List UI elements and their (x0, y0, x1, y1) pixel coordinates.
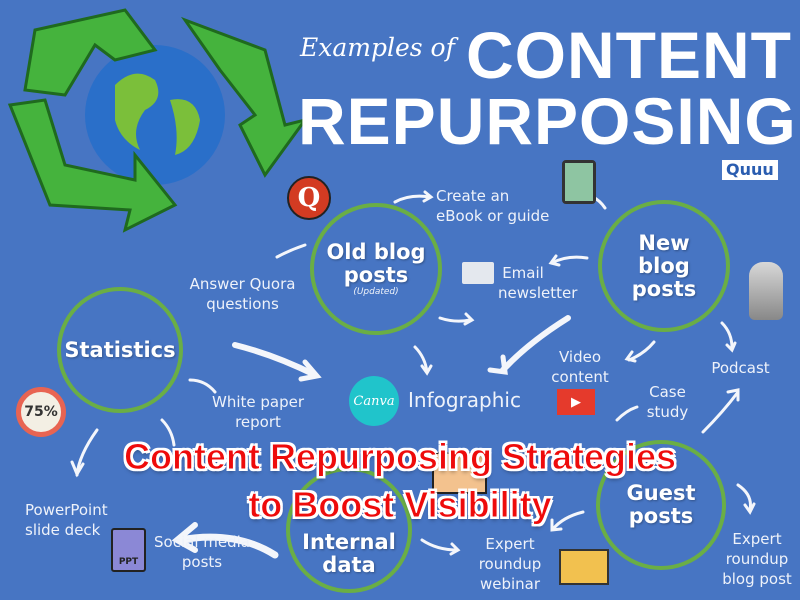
arrow (736, 483, 756, 515)
arrow (701, 388, 740, 434)
arrow (160, 418, 176, 447)
overlay-title-line2: to Boost Visibility (248, 484, 552, 526)
arrow (70, 428, 99, 478)
item-white-paper: White paper report (211, 393, 304, 431)
arrow (232, 342, 322, 382)
hub-label: Internal data (302, 530, 396, 577)
item-video: Video content (551, 348, 609, 386)
overlay-title-line1: Content Repurposing Strategies (123, 436, 677, 478)
item-case-study: Case study (646, 383, 689, 421)
item-webinar: Expert roundup webinar (478, 535, 542, 593)
quora-icon: Q (287, 176, 331, 220)
hub-old-blog-posts: Old blog posts (Updated) (310, 203, 442, 335)
item-email: Email newsletter (498, 264, 578, 302)
recycle-globe-icon (7, 8, 305, 233)
arrow (275, 243, 307, 259)
hub-guest-posts: Guest posts (596, 440, 726, 570)
title-line3: REPURPOSING (298, 84, 797, 158)
arrow (487, 315, 571, 375)
title-line2: CONTENT (466, 18, 792, 92)
arrow (420, 538, 461, 556)
arrow (438, 312, 475, 326)
arrow (550, 510, 585, 532)
percent-75-icon: 75% (16, 387, 66, 437)
item-powerpoint: PowerPoint slide deck (25, 501, 108, 539)
hub-statistics: Statistics (57, 287, 183, 413)
data-chart-icon (432, 452, 487, 494)
arrow (413, 345, 433, 376)
arrow (548, 254, 589, 267)
microphone-icon (749, 262, 783, 320)
arrow (171, 522, 279, 559)
item-roundup-post: Expert roundup blog post (722, 530, 792, 588)
hub-label: Guest posts (626, 481, 696, 528)
arrow (624, 340, 656, 363)
canva-logo: Canva (349, 376, 399, 426)
title-line1: Examples of (300, 33, 455, 62)
item-infographic: Infographic (408, 388, 521, 412)
phone-ebook-icon (562, 160, 596, 204)
brand-logo: Quuu (722, 160, 778, 180)
hub-label: Statistics (64, 337, 176, 362)
arrow (720, 321, 737, 353)
arrow (188, 378, 217, 394)
envelope-icon (462, 262, 494, 284)
video-call-icon (559, 549, 609, 585)
item-quora: Answer Quora questions (189, 275, 296, 313)
item-social: Social media posts (154, 533, 250, 571)
item-podcast: Podcast (711, 359, 770, 377)
arrow (393, 190, 434, 204)
arrow (615, 405, 639, 422)
youtube-play-icon: ▶ (557, 389, 595, 415)
ppt-file-icon: PPT (111, 528, 146, 572)
hub-sublabel: (Updated) (353, 287, 399, 297)
item-ebook: Create an eBook or guide (436, 187, 550, 225)
hub-label: Old blog posts (326, 240, 426, 287)
hub-internal-data: Internal data (286, 467, 412, 593)
hub-label: New blog posts (631, 230, 697, 301)
hub-new-blog-posts: New blog posts (598, 200, 730, 332)
